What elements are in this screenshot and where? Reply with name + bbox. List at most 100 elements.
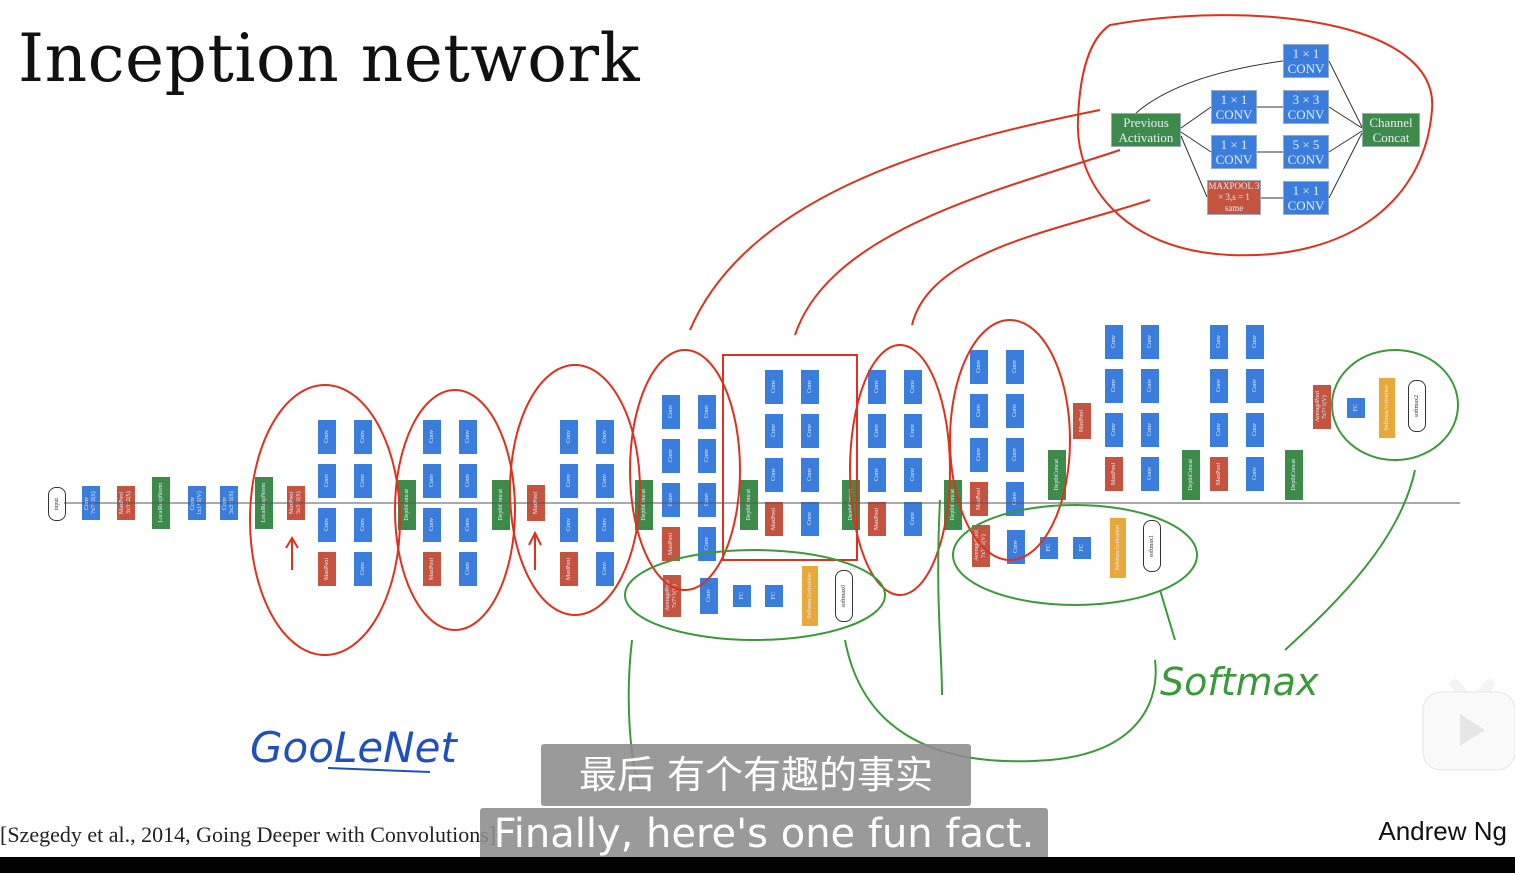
inception-conv-block: Conv bbox=[423, 420, 441, 454]
branch3-1x1-block: 1 × 1 CONV bbox=[1211, 135, 1257, 169]
aux-fc-block: FC bbox=[1073, 537, 1091, 559]
depth-concat-block: DepthConcat bbox=[1285, 450, 1303, 500]
inception-conv-block: MaxPool bbox=[765, 502, 783, 536]
softmax-output-node: softmax1 bbox=[1143, 520, 1161, 572]
inception-conv-block: Conv bbox=[1246, 413, 1264, 447]
inception-conv-block: Conv bbox=[354, 552, 372, 586]
inception-conv-block: Conv bbox=[459, 420, 477, 454]
inception-conv-block: Conv bbox=[1105, 369, 1123, 403]
author-name: Andrew Ng bbox=[1378, 816, 1507, 846]
inception-conv-block: MaxPool bbox=[970, 482, 988, 516]
aux-fc-block: FC bbox=[1040, 537, 1058, 559]
inception-conv-block: Conv bbox=[698, 483, 716, 517]
previous-activation-block: Previous Activation bbox=[1111, 113, 1181, 147]
inception-conv-block: Conv bbox=[560, 508, 578, 542]
inception-conv-block: Conv bbox=[1006, 438, 1024, 472]
depth-concat-block: DepthConcat bbox=[740, 480, 758, 530]
aux-conv-block: Conv bbox=[1007, 530, 1025, 564]
aux-classifier-circle bbox=[624, 549, 886, 641]
inception-conv-block: Conv bbox=[1006, 350, 1024, 384]
inception-conv-block: Conv bbox=[1246, 369, 1264, 403]
branch4-maxpool-block: MAXPOOL 3 × 3,s = 1 same bbox=[1207, 180, 1261, 215]
connector bbox=[1328, 106, 1363, 129]
inception-conv-block: Conv bbox=[560, 420, 578, 454]
inception-circle bbox=[629, 349, 741, 591]
inception-conv-block: Conv bbox=[459, 508, 477, 542]
input-node: input bbox=[48, 487, 66, 521]
inception-conv-block: Conv bbox=[970, 394, 988, 428]
inception-conv-block: Conv bbox=[904, 370, 922, 404]
inception-conv-block: Conv bbox=[354, 420, 372, 454]
inception-conv-block: Conv bbox=[1141, 413, 1159, 447]
inception-circle bbox=[949, 319, 1071, 561]
inception-conv-block: Conv bbox=[801, 458, 819, 492]
inception-conv-block: Conv bbox=[868, 458, 886, 492]
depth-concat-block: DepthConcat bbox=[1182, 450, 1200, 500]
citation: [Szegedy et al., 2014, Going Deeper with… bbox=[0, 822, 497, 847]
inception-conv-block: Conv bbox=[1210, 369, 1228, 403]
googlenet-underline bbox=[327, 767, 431, 773]
inception-conv-block: Conv bbox=[1105, 413, 1123, 447]
pointer-arrow bbox=[689, 109, 1101, 331]
aux-fc-block: FC bbox=[733, 585, 751, 607]
inception-conv-block: Conv bbox=[1210, 413, 1228, 447]
inception-conv-block: Conv bbox=[596, 552, 614, 586]
depth-concat-block: DepthConcat bbox=[492, 480, 510, 530]
inception-conv-block: MaxPool bbox=[868, 502, 886, 536]
aux-fc-block: FC bbox=[765, 585, 783, 607]
inception-conv-block: Conv bbox=[662, 483, 680, 517]
module-connections bbox=[64, 60, 1460, 504]
connector bbox=[1328, 130, 1363, 153]
final-classifier-circle bbox=[1331, 349, 1459, 461]
inception-conv-block: MaxPool bbox=[662, 527, 680, 561]
video-bottom-bar bbox=[0, 857, 1515, 873]
inception-conv-block: Conv bbox=[318, 420, 336, 454]
inception-conv-block: Conv bbox=[1141, 325, 1159, 359]
inception-conv-block: Conv bbox=[765, 414, 783, 448]
inception-conv-block: Conv bbox=[459, 552, 477, 586]
pointer-line bbox=[844, 639, 1157, 763]
channel-concat-block: Channel Concat bbox=[1362, 113, 1420, 147]
connector bbox=[1328, 60, 1363, 128]
connector bbox=[1180, 106, 1212, 129]
inception-conv-block: Conv bbox=[662, 395, 680, 429]
aux-classifier-circle bbox=[952, 504, 1198, 606]
aux-avgpool-block: AveragePool 7x7+1(V) bbox=[663, 575, 681, 617]
softmax-output-node: softmax0 bbox=[835, 570, 853, 622]
inception-conv-block: Conv bbox=[1210, 325, 1228, 359]
connector bbox=[1180, 135, 1208, 198]
avgpool-block: AveragePool 7x7+1(V) bbox=[1313, 385, 1331, 429]
inception-conv-block: MaxPool bbox=[318, 552, 336, 586]
aux-softmax-activation-block: SoftmaxActivation bbox=[1110, 518, 1126, 578]
inception-conv-block: Conv bbox=[596, 464, 614, 498]
inception-conv-block: Conv bbox=[1006, 394, 1024, 428]
inception-conv-block: Conv bbox=[765, 458, 783, 492]
branch1-conv-block: 1 × 1 CONV bbox=[1283, 44, 1329, 78]
video-player-icon[interactable] bbox=[1420, 664, 1515, 772]
play-icon bbox=[1460, 714, 1485, 746]
inception-conv-block: Conv bbox=[801, 502, 819, 536]
softmax-output-node: softmax2 bbox=[1408, 380, 1426, 432]
branch4-1x1-block: 1 × 1 CONV bbox=[1283, 181, 1329, 215]
inception-conv-block: Conv bbox=[560, 464, 578, 498]
branch2-3x3-block: 3 × 3 CONV bbox=[1283, 90, 1329, 124]
inception-conv-block: Conv bbox=[698, 439, 716, 473]
inception-conv-block: Conv bbox=[354, 464, 372, 498]
inception-conv-block: Conv bbox=[1141, 457, 1159, 491]
inception-conv-block: Conv bbox=[904, 502, 922, 536]
inception-conv-block: Conv bbox=[354, 508, 372, 542]
inception-conv-block: Conv bbox=[970, 438, 988, 472]
inception-conv-block: Conv bbox=[868, 370, 886, 404]
inception-circle bbox=[509, 364, 641, 616]
underline bbox=[327, 767, 431, 773]
inception-conv-block: MaxPool bbox=[423, 552, 441, 586]
subtitle-chinese: 最后 有个有趣的事实 bbox=[541, 744, 971, 806]
inception-conv-block: Conv bbox=[904, 414, 922, 448]
pointer-arrow bbox=[794, 149, 1121, 336]
inception-conv-block: Conv bbox=[459, 464, 477, 498]
pointer-line bbox=[1159, 589, 1176, 641]
inception-conv-block: Conv bbox=[801, 370, 819, 404]
connector bbox=[1180, 131, 1212, 153]
